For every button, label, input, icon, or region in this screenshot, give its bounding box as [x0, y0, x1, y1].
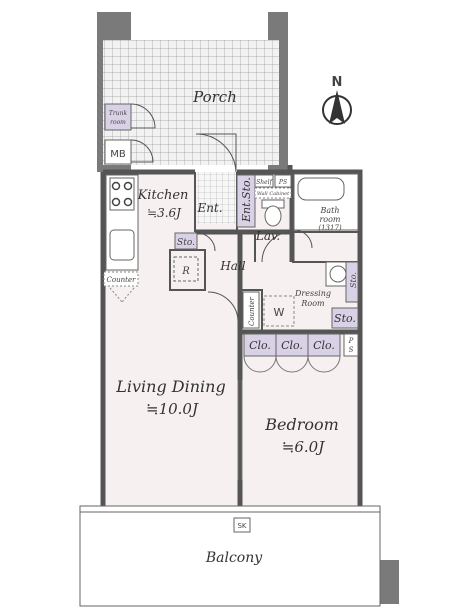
counter-hall-box	[242, 291, 260, 329]
closet-label-2: Clo.	[281, 339, 303, 352]
sliding-door	[237, 380, 243, 480]
bedroom-area-label: ≒6.0J	[282, 438, 325, 456]
mb-box	[104, 139, 132, 165]
shelf-box	[254, 174, 274, 188]
shelf-label: Shelf	[256, 179, 273, 186]
counter-kitchen-label: Counter	[107, 276, 137, 284]
storage-dressing-box	[331, 307, 359, 329]
living-dining-area-label: ≒10.0J	[146, 400, 199, 418]
counter-kitchen-dashes	[109, 287, 135, 303]
wall-cabinet-box	[254, 187, 292, 199]
ps-bedroom-box	[343, 333, 359, 357]
washer-box	[263, 295, 295, 327]
ps-top-box	[274, 174, 292, 188]
living-dining-label: Living Dining	[115, 377, 225, 396]
ps-bedroom-label-1: P	[348, 337, 354, 345]
balcony-rail	[79, 505, 381, 513]
closets	[243, 333, 341, 373]
storage-hall-door	[196, 232, 216, 252]
washer-label: W	[274, 306, 285, 319]
bedroom-label: Bedroom	[264, 415, 339, 434]
stove	[109, 177, 135, 211]
north-compass	[322, 90, 352, 125]
compass-north-label: N	[332, 75, 343, 90]
wall-cabinet-label: Wall Cabinet	[257, 191, 290, 197]
bath-door	[293, 229, 313, 249]
refrigerator-box	[173, 256, 199, 282]
entrance-storage-box	[236, 174, 256, 228]
storage-dressing-label: Sto.	[334, 312, 356, 325]
storage-hall-box	[174, 232, 198, 250]
storage-hall-label: Sto.	[177, 238, 195, 248]
closet-label-3: Clo.	[313, 339, 335, 352]
ps-top-label: PS	[278, 179, 287, 186]
mb-door	[130, 139, 154, 163]
bath-room-label-2: room	[319, 215, 340, 224]
kitchen-label: Kitchen	[137, 188, 189, 203]
toilet	[261, 199, 285, 227]
storage-lav-label: Sto.	[349, 272, 358, 288]
porch-label: Porch	[192, 88, 237, 106]
trunk-room-door	[130, 103, 156, 129]
mb-label: MB	[110, 149, 126, 160]
balcony-label: Balcony	[205, 550, 263, 566]
entrance-label: Ent.	[196, 201, 222, 215]
kitchen-sink	[109, 229, 135, 261]
counter-kitchen-box	[103, 271, 139, 287]
trunk-room-label-1: Trunk	[109, 110, 128, 117]
trunk-room-box	[104, 103, 132, 131]
lavatory-label: Lav.	[255, 229, 280, 243]
hall-label: Hall	[219, 259, 245, 273]
kitchen-area-label: ≒3.6J	[147, 206, 182, 220]
dressing-room-label-2: Room	[300, 299, 325, 308]
refrigerator-label: R	[181, 266, 190, 277]
trunk-room-label-2: room	[110, 119, 126, 126]
storage-lav-box	[345, 261, 359, 303]
lavatory-door	[261, 231, 293, 263]
hall-door	[207, 291, 239, 323]
porch-area	[103, 40, 279, 165]
sk-label: SK	[237, 522, 246, 530]
entrance-door-swing	[195, 133, 237, 173]
counter-hall-label: Counter	[248, 296, 256, 326]
dressing-room-label-1: Dressing	[294, 289, 331, 298]
entrance-storage-label: Ent.Sto.	[240, 177, 253, 223]
entrance-tiles	[197, 172, 237, 224]
bathtub	[297, 177, 345, 201]
ps-bedroom-label-2: S	[349, 346, 354, 354]
bath-room-label-1: Bath	[319, 206, 339, 215]
closet-label-1: Clo.	[249, 339, 271, 352]
sk-box	[233, 517, 251, 533]
bath-room-label-3: (1317)	[318, 224, 342, 232]
